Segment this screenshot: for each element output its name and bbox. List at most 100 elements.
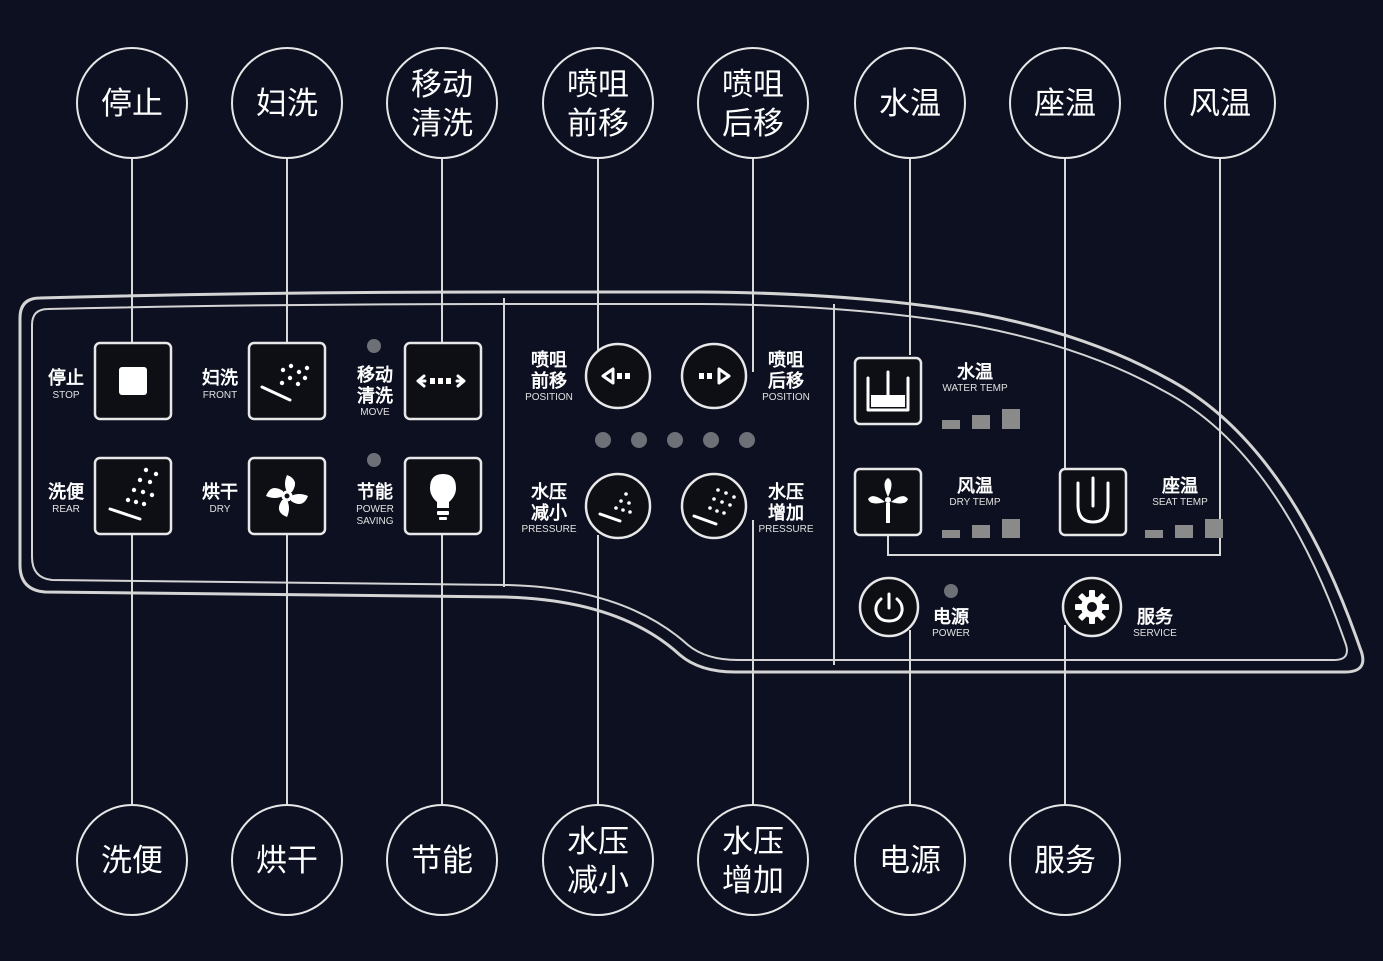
callout-label: 洗便 bbox=[101, 843, 163, 879]
callout-label: 水温 bbox=[879, 86, 941, 122]
callout-ring bbox=[76, 804, 188, 916]
move-label-cn-2: 清洗 bbox=[357, 385, 393, 407]
callout-stop: 停止 bbox=[76, 47, 188, 159]
panel-outline bbox=[18, 290, 1365, 674]
pressure-led-3 bbox=[667, 432, 683, 448]
power-saving-label-en-2: SAVING bbox=[356, 516, 393, 527]
callout-power-saving: 节能 bbox=[386, 804, 498, 916]
spray-low-icon bbox=[598, 492, 632, 523]
callout-ring bbox=[542, 47, 654, 159]
callout-ring bbox=[697, 47, 809, 159]
power-label-en: POWER bbox=[932, 628, 970, 639]
callout-label: 风温 bbox=[1189, 86, 1251, 122]
pressure-up-button[interactable] bbox=[680, 472, 748, 540]
callout-power: 电源 bbox=[854, 804, 966, 916]
nozzle-forward-label-en: POSITION bbox=[525, 392, 573, 403]
leader-lines bbox=[131, 158, 1221, 804]
service-label-en: SERVICE bbox=[1133, 628, 1177, 639]
front-wash-icon bbox=[260, 363, 310, 402]
power-led bbox=[944, 584, 958, 598]
spray-high-icon bbox=[692, 488, 736, 526]
callout-label: 喷咀 bbox=[722, 67, 784, 103]
rear-label-en: REAR bbox=[52, 504, 80, 515]
callout-label: 停止 bbox=[101, 86, 163, 122]
callout-label: 座温 bbox=[1034, 86, 1096, 122]
water-temp-level-3 bbox=[1002, 409, 1020, 429]
callout-ring bbox=[1009, 804, 1121, 916]
callout-ring bbox=[231, 804, 343, 916]
nozzle-forward-label-cn-2: 前移 bbox=[531, 370, 567, 392]
pressure-down-label-cn-1: 水压 bbox=[531, 481, 567, 503]
seat-temp-level-3 bbox=[1205, 519, 1223, 538]
nozzle-back-button[interactable] bbox=[680, 342, 748, 410]
dry-temp-label-en: DRY TEMP bbox=[949, 497, 1000, 508]
power-button[interactable] bbox=[858, 576, 920, 638]
power-saving-button[interactable] bbox=[403, 456, 483, 536]
service-button[interactable] bbox=[1061, 576, 1123, 638]
water-temp-level-2 bbox=[972, 415, 990, 429]
callout-dry-temp: 风温 bbox=[1164, 47, 1276, 159]
dry-label-cn: 烘干 bbox=[202, 482, 238, 503]
leader-dry-temp bbox=[887, 158, 1221, 556]
pressure-up-label-cn-2: 增加 bbox=[768, 502, 804, 524]
dry-temp-level-1 bbox=[942, 530, 960, 538]
nozzle-forward-button[interactable] bbox=[584, 342, 652, 410]
seat-temp-icon bbox=[1076, 476, 1110, 524]
callout-label: 喷咀 bbox=[567, 67, 629, 103]
water-temp-icon bbox=[866, 370, 910, 412]
callout-ring bbox=[231, 47, 343, 159]
dry-label-en: DRY bbox=[210, 504, 231, 515]
callout-label: 水压 bbox=[722, 824, 784, 860]
service-label-cn: 服务 bbox=[1137, 606, 1174, 628]
callout-label: 节能 bbox=[411, 843, 473, 879]
stop-label-cn: 停止 bbox=[48, 367, 84, 389]
nozzle-back-label-cn-1: 喷咀 bbox=[768, 350, 804, 371]
callout-label: 减小 bbox=[567, 863, 629, 899]
callout-label: 清洗 bbox=[411, 106, 473, 142]
water-temp-level-1 bbox=[942, 420, 960, 429]
gear-icon bbox=[1075, 590, 1109, 624]
front-button[interactable] bbox=[247, 341, 327, 421]
pressure-led-1 bbox=[595, 432, 611, 448]
pressure-led-5 bbox=[739, 432, 755, 448]
seat-temp-level-2 bbox=[1175, 525, 1193, 538]
pressure-down-button[interactable] bbox=[584, 472, 652, 540]
pressure-up-label-en: PRESSURE bbox=[758, 524, 813, 535]
dry-temp-button[interactable] bbox=[853, 467, 923, 537]
stop-button[interactable] bbox=[93, 341, 173, 421]
seat-temp-level-1 bbox=[1145, 530, 1163, 538]
arrow-left-icon bbox=[601, 367, 630, 385]
fan-swirl-icon bbox=[266, 475, 308, 517]
nozzle-back-label-cn-2: 后移 bbox=[768, 370, 804, 392]
callout-label: 移动 bbox=[411, 67, 473, 103]
callout-ring bbox=[854, 47, 966, 159]
seat-temp-button[interactable] bbox=[1058, 467, 1128, 537]
pressure-down-label-en: PRESSURE bbox=[521, 524, 576, 535]
fan-blade-icon bbox=[868, 478, 908, 523]
lightbulb-icon bbox=[430, 474, 456, 520]
move-button[interactable] bbox=[403, 341, 483, 421]
callout-ring bbox=[697, 804, 809, 916]
power-icon bbox=[874, 592, 904, 623]
arrow-right-icon bbox=[699, 367, 731, 385]
rear-button[interactable] bbox=[93, 456, 173, 536]
water-temp-button[interactable] bbox=[853, 356, 923, 426]
dry-temp-label-cn: 风温 bbox=[957, 476, 993, 497]
power-saving-label-en-1: POWER bbox=[356, 504, 394, 515]
move-label-en: MOVE bbox=[360, 407, 390, 418]
dry-button[interactable] bbox=[247, 456, 327, 536]
callout-water-temp: 水温 bbox=[854, 47, 966, 159]
callout-ring bbox=[76, 47, 188, 159]
nozzle-back-label-en: POSITION bbox=[762, 392, 810, 403]
water-temp-label-cn: 水温 bbox=[957, 361, 993, 383]
callout-ring bbox=[854, 804, 966, 916]
callout-dry: 烘干 bbox=[231, 804, 343, 916]
move-label-cn-1: 移动 bbox=[357, 364, 393, 386]
pressure-led-2 bbox=[631, 432, 647, 448]
callout-label: 前移 bbox=[567, 106, 629, 142]
callout-seat-temp: 座温 bbox=[1009, 47, 1121, 159]
seat-temp-level bbox=[1145, 519, 1223, 538]
